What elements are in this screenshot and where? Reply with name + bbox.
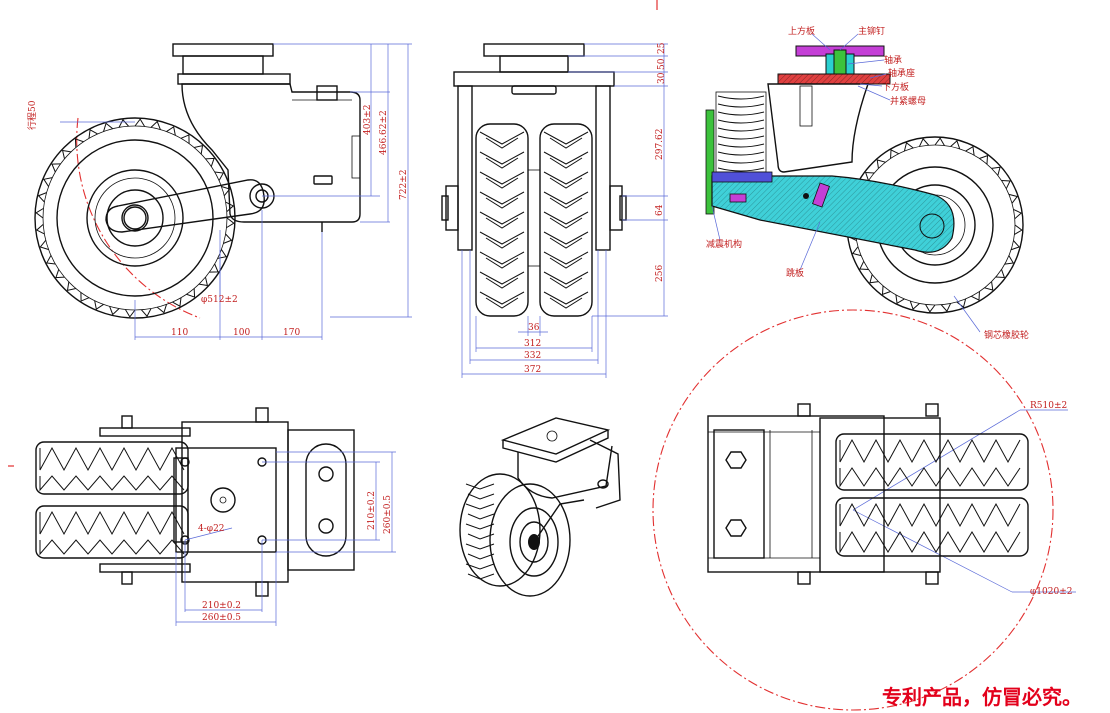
side-nut [316, 85, 338, 101]
label-bottom-plate: 下方板 [882, 81, 909, 93]
isometric-view [459, 417, 621, 597]
label-top-plate: 上方板 [788, 25, 815, 37]
front-view: 25 50 30 297.62 64 256 36 312 332 372 [441, 42, 668, 378]
dim-64: 64 [655, 204, 665, 216]
bottom-base-plate [707, 415, 885, 573]
dim-403: 403±2 [363, 105, 373, 135]
top-view: 4-φ22 210±0.2 260±0.5 210±0.2 260±0.5 [35, 407, 396, 626]
front-wheel-left [475, 123, 529, 317]
dim-dia: φ1020±2 [1030, 587, 1072, 597]
label-rocker: 跳板 [786, 267, 804, 279]
label-lock-nut: 并紧螺母 [890, 95, 926, 107]
dim-holes: 4-φ22 [198, 524, 225, 534]
dim-radius: R510±2 [1030, 401, 1067, 411]
bottom-wheel-lower [835, 497, 1029, 557]
dim-466: 466.62±2 [379, 110, 389, 155]
label-bearing: 轴承 [884, 54, 902, 66]
section-view: 上方板 主铆钉 轴承 轴承座 下方板 并紧螺母 减震机构 跳板 钢芯橡胶轮 [705, 25, 1029, 341]
side-wheel-tread [35, 118, 235, 318]
dim-wheel-dia: φ512±2 [201, 295, 238, 305]
side-wheel-outer [34, 117, 236, 319]
dim-297: 297.62 [655, 129, 665, 161]
front-wheel-tread [479, 131, 589, 309]
dim-312: 312 [524, 339, 541, 349]
dim-h210: 210±0.2 [202, 601, 241, 611]
front-fork-left [457, 85, 473, 251]
front-wheel-right [539, 123, 593, 317]
top-wheel-tread [39, 446, 185, 556]
dim-332: 332 [524, 351, 541, 361]
front-top-plate [483, 43, 585, 57]
dim-170: 170 [283, 328, 300, 338]
dim-256: 256 [655, 265, 665, 282]
side-view: 行程50 403±2 466.62±2 722±2 φ512±2 110 100… [26, 43, 412, 340]
dim-50: 50 [657, 58, 667, 70]
front-fork-right [595, 85, 611, 251]
dim-v210: 210±0.2 [367, 491, 377, 530]
iso-wheel-back [459, 473, 541, 587]
dim-722: 722±2 [399, 170, 409, 200]
side-housing [181, 83, 361, 223]
side-rocker-arm [105, 179, 265, 233]
label-wheel: 钢芯橡胶轮 [984, 329, 1029, 341]
dim-30: 30 [657, 72, 667, 84]
bottom-view: R510±2 φ1020±2 [652, 309, 1076, 711]
dim-v260: 260±0.5 [383, 495, 393, 534]
label-bearing-seat: 轴承座 [888, 67, 915, 79]
label-damping: 减震机构 [706, 238, 742, 250]
dim-372: 372 [524, 365, 541, 375]
iso-wheel-front [489, 483, 571, 597]
side-dimensions [60, 43, 412, 340]
front-lower-plate [453, 71, 615, 87]
top-center-hole [210, 487, 236, 513]
bottom-wheel-upper [835, 433, 1029, 491]
iso-wheel-tread [465, 483, 495, 580]
top-bracket [287, 429, 355, 571]
dim-110: 110 [171, 328, 188, 338]
patent-notice: 专利产品，仿冒必究。 [882, 685, 1082, 709]
section-leaders [711, 33, 981, 333]
dim-36: 36 [528, 323, 540, 333]
iso-top-plate [500, 417, 611, 455]
top-wheel-lower [35, 505, 189, 559]
top-dimensions [175, 451, 396, 626]
label-main-rivet: 主铆钉 [858, 25, 885, 37]
dim-25: 25 [657, 42, 667, 54]
travel-label: 行程50 [26, 100, 38, 130]
front-dimensions [461, 43, 668, 378]
bottom-wheel-tread [839, 438, 1021, 554]
side-lower-plate [177, 73, 291, 85]
top-mount-plate [175, 447, 277, 553]
dim-100: 100 [233, 328, 250, 338]
sweep-circle [652, 309, 1054, 711]
dim-h260: 260±0.5 [202, 613, 241, 623]
side-top-plate [172, 43, 274, 57]
side-bearing-block [182, 55, 264, 75]
top-wheel-upper [35, 441, 189, 495]
section-housing [767, 83, 869, 173]
